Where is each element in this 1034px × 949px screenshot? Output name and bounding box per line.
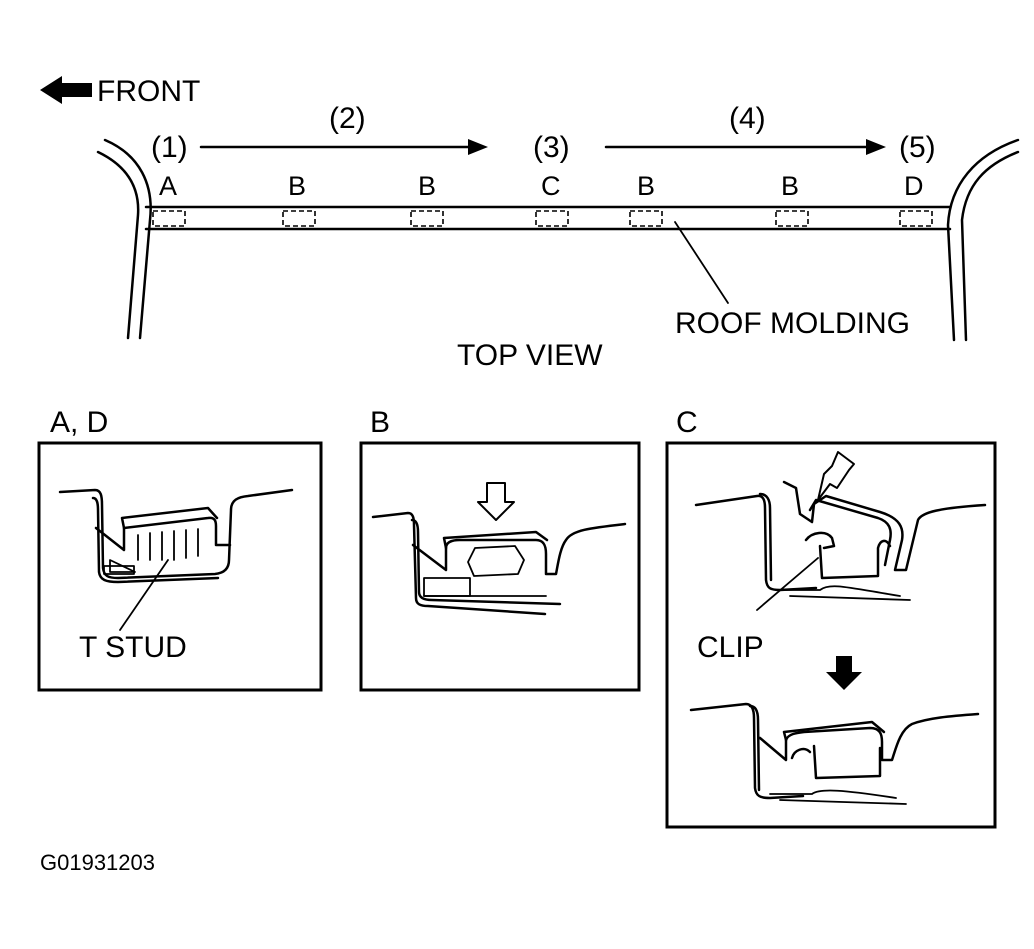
clip-label: CLIP	[697, 631, 764, 664]
detail-b-title: B	[370, 406, 390, 439]
clip-marker-b	[629, 210, 663, 227]
molding-leader-line	[674, 221, 729, 304]
detail-c-title: C	[676, 406, 698, 439]
front-pillar	[96, 138, 152, 340]
roof-molding-label: ROOF MOLDING	[675, 307, 910, 340]
position-label-b: B	[288, 171, 306, 201]
down-arrow-icon	[826, 656, 862, 690]
roof-molding	[144, 205, 952, 231]
detail-ad-box	[37, 441, 323, 692]
clip-marker-a	[152, 210, 186, 227]
right-arrow-icon	[199, 139, 488, 155]
t-stud-illustration	[58, 488, 294, 584]
position-label-b: B	[418, 171, 436, 201]
clip-marker-b	[282, 210, 316, 227]
clip-marker-b	[410, 210, 444, 227]
clip-position-markers	[152, 210, 933, 227]
rear-pillar	[946, 138, 1020, 342]
clip-leader-line	[756, 557, 819, 611]
front-label: FRONT	[97, 75, 200, 108]
position-label-b: B	[637, 171, 655, 201]
position-label-b: B	[781, 171, 799, 201]
right-arrow-icon	[604, 139, 886, 155]
step-label-2: (2)	[329, 102, 366, 135]
position-label-c: C	[541, 171, 561, 201]
detail-c-box	[665, 441, 997, 829]
step-label-1: (1)	[151, 131, 188, 164]
step-label-5: (5)	[899, 131, 936, 164]
t-stud-leader-line	[119, 559, 169, 631]
clip-marker-d	[899, 210, 933, 227]
step-label-3: (3)	[533, 131, 570, 164]
detail-b-box	[359, 441, 641, 692]
step-label-4: (4)	[729, 102, 766, 135]
clip-marker-b	[775, 210, 809, 227]
position-label-d: D	[904, 171, 924, 201]
clip-marker-c	[535, 210, 569, 227]
detail-ad-title: A, D	[50, 406, 108, 439]
down-arrow-icon	[477, 482, 515, 521]
left-arrow-icon	[40, 76, 92, 104]
clip-b-illustration	[371, 511, 627, 616]
front-direction: FRONT	[40, 75, 200, 108]
figure-code: G01931203	[40, 850, 155, 875]
clip-c-after-illustration	[689, 702, 980, 805]
t-stud-label: T STUD	[79, 631, 187, 664]
top-view-title: TOP VIEW	[457, 339, 603, 372]
diagonal-down-arrow-icon	[817, 451, 855, 501]
position-label-a: A	[159, 171, 177, 201]
clip-c-before-illustration	[694, 480, 987, 601]
